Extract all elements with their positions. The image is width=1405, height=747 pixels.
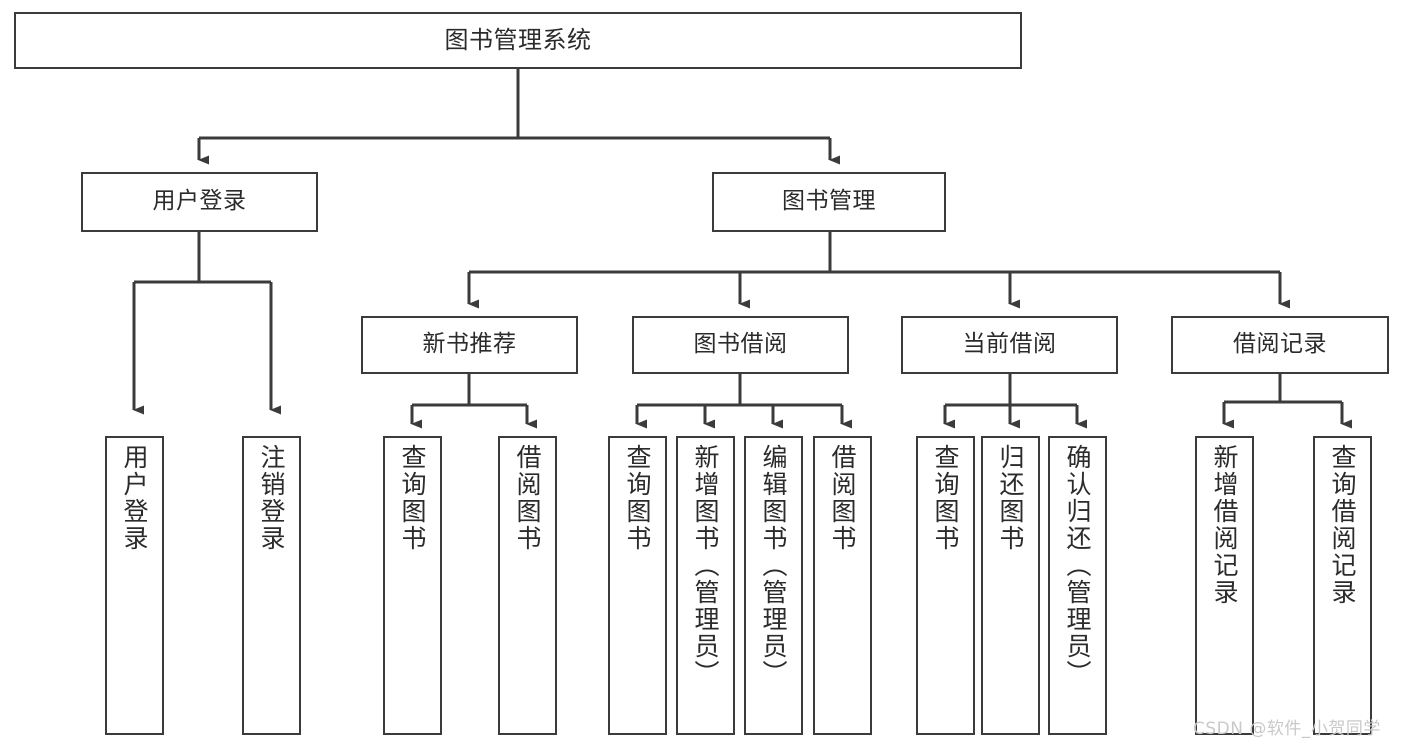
leaf-recommend-query-book-label: 查询图书 [398, 444, 427, 552]
leaf-borrow-query-book-label: 查询图书 [623, 444, 652, 552]
node-book-borrow[interactable]: 图书借阅 [632, 316, 849, 374]
leaf-borrow-edit-book[interactable]: 编辑图书（管理员） [744, 436, 803, 735]
node-new-book-recommend[interactable]: 新书推荐 [361, 316, 578, 374]
leaf-current-return-book[interactable]: 归还图书 [981, 436, 1040, 735]
leaf-current-confirm-return-label: 确认归还（管理员） [1063, 444, 1092, 687]
leaf-recommend-borrow-book-label: 借阅图书 [513, 444, 542, 552]
leaf-borrow-add-book-label: 新增图书（管理员） [691, 444, 720, 687]
leaf-user-login-logout[interactable]: 注销登录 [242, 436, 301, 735]
leaf-record-add-record-label: 新增借阅记录 [1210, 444, 1239, 606]
node-book-borrow-label: 图书借阅 [693, 331, 788, 358]
node-user-login[interactable]: 用户登录 [81, 172, 318, 232]
leaf-user-login-login[interactable]: 用户登录 [105, 436, 164, 735]
leaf-recommend-query-book[interactable]: 查询图书 [383, 436, 442, 735]
node-root[interactable]: 图书管理系统 [14, 12, 1022, 69]
leaf-user-login-logout-label: 注销登录 [257, 444, 286, 552]
node-user-login-label: 用户登录 [152, 188, 247, 215]
node-borrow-record[interactable]: 借阅记录 [1171, 316, 1389, 374]
leaf-record-query-record[interactable]: 查询借阅记录 [1313, 436, 1372, 735]
node-book-management-label: 图书管理 [782, 188, 876, 215]
leaf-record-query-record-label: 查询借阅记录 [1328, 444, 1357, 606]
leaf-user-login-login-label: 用户登录 [120, 444, 149, 552]
node-current-borrow-label: 当前借阅 [962, 331, 1057, 358]
leaf-borrow-edit-book-label: 编辑图书（管理员） [759, 444, 788, 687]
leaf-current-confirm-return[interactable]: 确认归还（管理员） [1048, 436, 1107, 735]
leaf-borrow-query-book[interactable]: 查询图书 [608, 436, 667, 735]
leaf-borrow-borrow-book-label: 借阅图书 [828, 444, 857, 552]
node-book-management[interactable]: 图书管理 [712, 172, 946, 232]
node-current-borrow[interactable]: 当前借阅 [901, 316, 1118, 374]
csdn-watermark: CSDN @软件_小贺同学 [1193, 719, 1381, 739]
leaf-current-query-book-label: 查询图书 [931, 444, 960, 552]
leaf-borrow-add-book[interactable]: 新增图书（管理员） [676, 436, 735, 735]
leaf-recommend-borrow-book[interactable]: 借阅图书 [498, 436, 557, 735]
leaf-current-query-book[interactable]: 查询图书 [916, 436, 975, 735]
leaf-current-return-book-label: 归还图书 [996, 444, 1025, 552]
node-new-book-recommend-label: 新书推荐 [422, 331, 517, 358]
node-borrow-record-label: 借阅记录 [1233, 331, 1327, 358]
leaf-record-add-record[interactable]: 新增借阅记录 [1195, 436, 1254, 735]
node-root-label: 图书管理系统 [444, 26, 592, 55]
leaf-borrow-borrow-book[interactable]: 借阅图书 [813, 436, 872, 735]
